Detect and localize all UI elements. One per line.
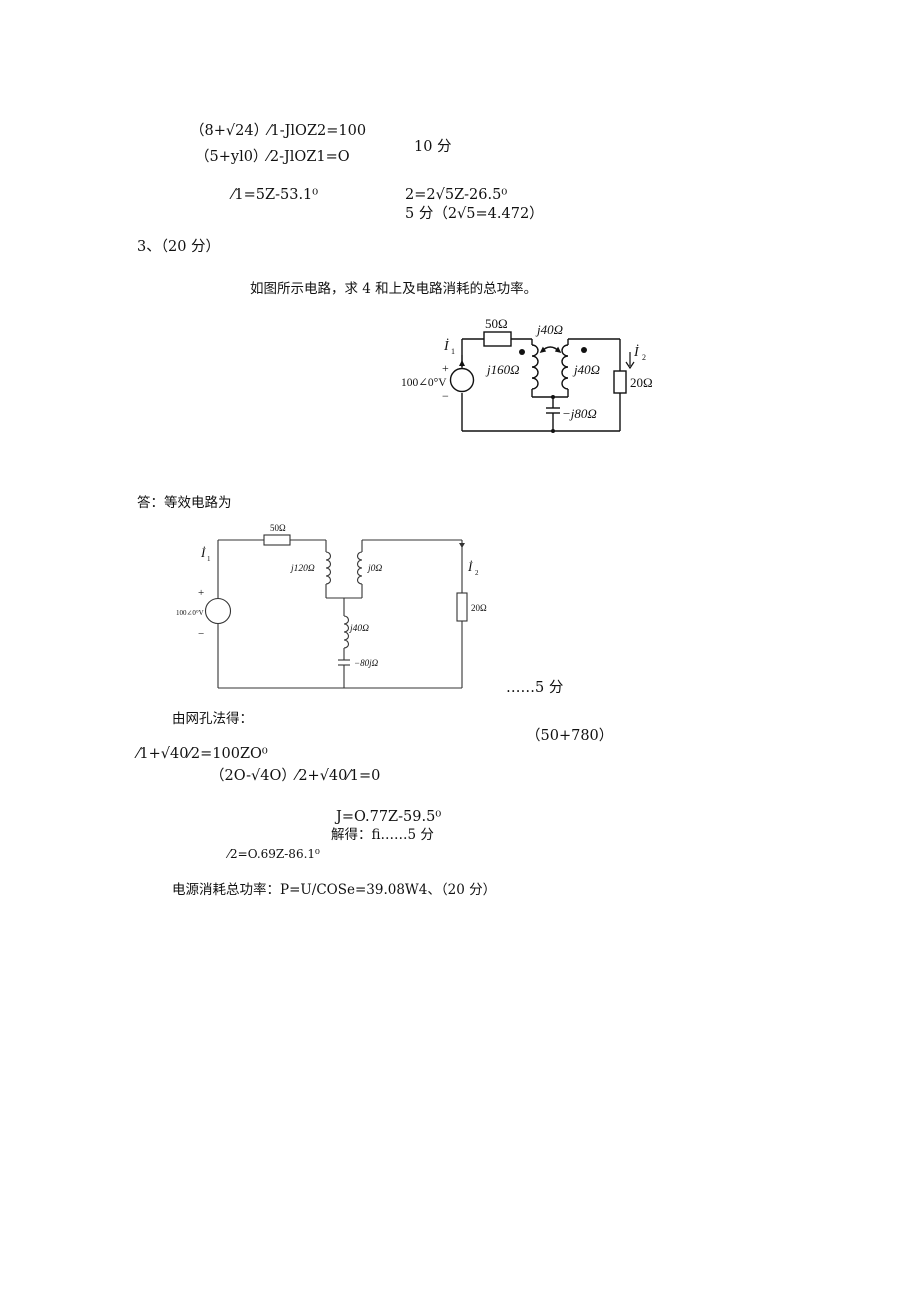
i2-result: 2=2√5Z-26.5⁰ [405,187,508,203]
polarity-dot-1 [519,349,525,355]
resistor-50-symbol [483,331,512,347]
equation-2: （5+yl0）⁄2-JlOZ1=O [195,149,350,165]
score-10: 10 分 [414,139,452,155]
i2-final-result: ⁄2=O.69Z-86.1⁰ [228,847,320,861]
label-plus: + [442,361,449,375]
label-l2: j40Ω [572,362,600,377]
mesh-equation-2: （2O-√4O）⁄2+√40⁄1=0 [210,768,381,784]
question-prompt: 如图所示电路，求 4 和上及电路消耗的总功率。 [250,281,538,297]
question-number: 3、（20 分） [137,239,221,255]
label-source: 100∠0°V [401,377,447,389]
label2-la: j120Ω [289,564,315,574]
polarity-dot-2 [581,347,587,353]
label2-i2-sub: 2 [475,569,479,577]
score-5-circuit: ……5 分 [506,680,564,696]
j-result: J=O.77Z-59.5⁰ [336,809,442,825]
answer-intro: 答：等效电路为 [137,495,232,511]
mesh-side-note: （50+780） [526,728,614,744]
i1-result: ⁄1=5Z-53.1⁰ [232,187,319,203]
label-l1: j160Ω [485,362,520,377]
label2-r1: 50Ω [270,523,286,533]
resistor-20-symbol-2 [456,592,468,622]
inductor-j120-symbol [325,551,332,585]
label2-i1: İ [200,545,206,560]
equation-1: （8+√24）⁄1-JlOZ2=100 [190,123,367,139]
label2-plus: + [198,587,204,599]
label2-i1-sub: 1 [207,555,211,563]
mesh-intro: 由网孔法得： [172,711,253,727]
label-mutual: j40Ω [535,322,563,337]
label2-r2: 20Ω [471,603,487,613]
label2-i2: İ [467,559,473,574]
score-5-note: 5 分（2√5=4.472） [405,206,544,222]
voltage-source-symbol-2 [204,597,232,625]
label2-lc: j40Ω [348,624,369,634]
solve-line: 解得：fi……5 分 [331,827,434,843]
junction-dot-1 [551,395,555,399]
power-line: 电源消耗总功率：P=U/COSe=39.08W4、（20 分） [172,882,497,898]
label-cap: −j80Ω [562,406,597,421]
label-i2: İ [633,344,640,360]
label-i1-sub: 1 [451,347,455,356]
label2-lb: j0Ω [366,564,382,574]
label2-minus: − [198,628,204,640]
inductor-j0-symbol [356,551,363,585]
inductor-j40-symbol-2 [343,615,350,649]
label-r1: 50Ω [485,316,508,331]
current-arrow-i2 [625,352,635,370]
label2-source: 100∠0°V [176,609,204,617]
inductor-j160-symbol [531,344,539,390]
resistor-50-symbol-2 [263,534,291,546]
junction-dot-2 [551,429,555,433]
label-minus: − [442,389,449,403]
mesh-equation-1: ⁄1+√40⁄2=100ZO⁰ [137,746,268,762]
label-i2-sub: 2 [642,353,646,362]
label-r2: 20Ω [630,375,653,390]
inductor-j40-symbol [561,344,569,390]
label-i1: İ [443,338,450,354]
label2-cap: −80jΩ [354,658,379,668]
